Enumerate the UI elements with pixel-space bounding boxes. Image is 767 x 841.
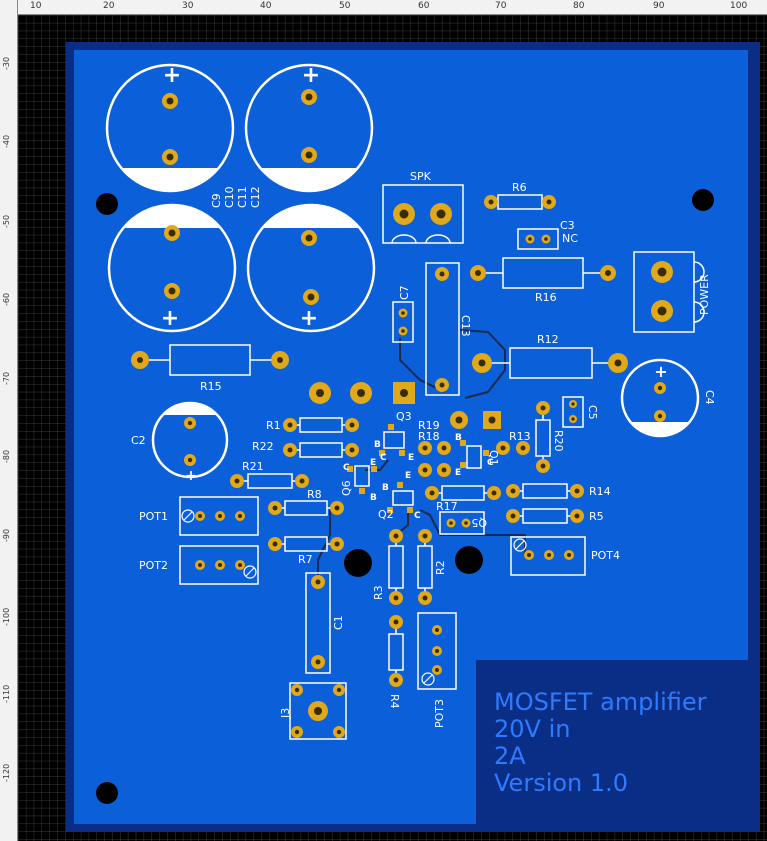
ruler-label: 100 [730,1,748,11]
svg-text:+: + [163,63,181,88]
pin-b: B [370,493,377,503]
label-c12: C12 [249,186,262,208]
label-r6: R6 [512,181,527,194]
label-c11: C11 [236,186,249,208]
label-r19: R19 [418,419,440,432]
info-block: MOSFET amplifier 20V in 2A Version 1.0 [476,660,748,824]
pin-c: C [487,458,494,468]
label-pot1: POT1 [139,510,168,523]
mounting-hole [96,782,118,804]
label-j3: J3 [279,708,292,719]
ruler-label: 50 [339,1,351,11]
label-r22: R22 [252,440,274,453]
mounting-hole [96,193,118,215]
silk-labels: C9 C10 C11 C12 SPK R6 C3 NC R16 POWER C7… [131,170,716,728]
svg-text:+: + [161,306,179,331]
pin-e: E [370,458,376,468]
label-r21: R21 [242,460,264,473]
pin-b: B [455,433,462,443]
label-c2: C2 [131,434,146,447]
label-r1: R1 [266,419,281,432]
label-power: POWER [698,274,711,315]
pin-b: B [374,440,381,450]
label-q2: Q2 [378,508,394,521]
label-c9: C9 [210,193,223,208]
pin-letters: B C E C E B B C E E B C [343,433,494,521]
svg-text:+: + [185,468,197,484]
label-r3: R3 [372,585,385,600]
label-c3: C3 [560,219,575,232]
label-r16: R16 [535,291,557,304]
ruler-label: 70 [495,1,507,11]
label-c7: C7 [398,285,411,300]
mounting-hole [692,189,714,211]
label-r2: R2 [434,560,447,575]
pin-c: C [343,463,350,473]
info-line-4: Version 1.0 [494,769,628,797]
label-spk: SPK [410,170,432,183]
cap-c2[interactable]: + [151,401,229,484]
label-c1: C1 [332,615,345,630]
label-r18: R18 [418,430,440,443]
svg-text:+: + [654,362,667,381]
label-q5: Q5 [471,516,487,529]
pin-b: B [382,483,389,493]
label-q3: Q3 [396,410,412,423]
cap-c4[interactable]: + [620,358,700,438]
pin-c: C [414,511,421,521]
pot-dials [181,509,527,686]
left-ruler: -30 -40 -50 -60 -70 -80 -90 -100 -110 -1… [0,0,18,841]
cap-c11[interactable]: + [107,203,237,333]
label-r17: R17 [436,500,458,513]
cap-c12[interactable]: + [246,203,376,333]
mounting-hole [455,546,483,574]
label-q6: Q6 [340,480,353,496]
info-line-2: 20V in [494,715,570,743]
label-r13: R13 [509,430,531,443]
label-pot3: POT3 [433,699,446,728]
ruler-label: 80 [573,1,585,11]
copper-pour [74,50,748,824]
label-q1: Q1 [487,450,500,466]
label-r20: R20 [552,430,565,452]
label-nc: NC [562,232,578,245]
cap-c10[interactable]: + [244,63,374,193]
label-r15: R15 [200,380,222,393]
label-c10: C10 [223,186,236,208]
label-r14: R14 [589,485,611,498]
label-r5: R5 [589,510,604,523]
mounting-hole [344,549,372,577]
cap-c9[interactable]: + [105,63,235,193]
ruler-label: 20 [103,1,115,11]
pads[interactable] [131,89,673,738]
pin-c: C [380,453,387,463]
top-ruler: 10 20 30 40 50 60 70 80 90 100 [0,0,767,15]
pin-e: E [405,471,411,481]
ruler-label: 40 [260,1,272,11]
ruler-label: 90 [653,1,665,11]
label-c5: C5 [586,405,599,420]
info-line-1: MOSFET amplifier [494,688,707,716]
label-c4: C4 [703,390,716,405]
svg-text:+: + [300,306,318,331]
label-pot4: POT4 [591,549,620,562]
label-pot2: POT2 [139,559,168,572]
label-c13: C13 [459,315,472,337]
svg-text:+: + [302,63,320,88]
label-r12: R12 [537,333,559,346]
ruler-label: 10 [30,1,42,11]
label-r4: R4 [388,694,401,709]
pin-e: E [455,468,461,478]
label-r8: R8 [307,488,322,501]
ruler-label: 30 [182,1,194,11]
pin-e: E [408,453,414,463]
info-line-3: 2A [494,742,526,770]
ruler-label: 60 [418,1,430,11]
label-r7: R7 [298,553,313,566]
